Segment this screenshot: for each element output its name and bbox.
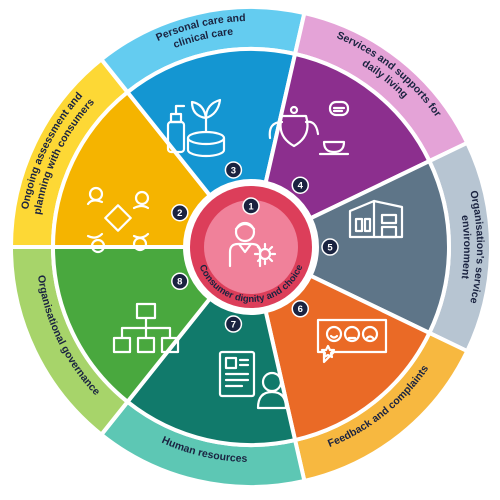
feedback-faces-icon [316, 318, 388, 364]
teapot-cup-icon [268, 100, 350, 156]
segment-4-number-badge: 4 [291, 176, 310, 194]
segment-8-number-badge: 8 [171, 272, 189, 291]
segment-5-label: environment [459, 214, 473, 280]
building-icon [348, 199, 404, 239]
segment-3-number: 3 [231, 165, 236, 176]
segment-5-number: 5 [327, 242, 333, 253]
segment-4-number: 4 [298, 181, 304, 192]
center-number-badge: 1 [242, 197, 260, 215]
segment-8-number: 8 [177, 277, 182, 288]
care-products-plant-icon [166, 98, 226, 158]
staff-profile-icon [218, 350, 288, 410]
people-around-table-icon [86, 186, 150, 254]
segment-3-number-badge: 3 [224, 161, 243, 179]
center-hub-core [204, 200, 298, 294]
segment-7-number-badge: 7 [224, 315, 243, 333]
center-number: 1 [248, 201, 254, 212]
segment-7-number: 7 [231, 319, 236, 330]
segment-2-number-badge: 2 [171, 203, 189, 222]
segment-5-number-badge: 5 [321, 238, 339, 256]
segment-2-number: 2 [177, 208, 182, 219]
org-chart-icon [112, 302, 180, 354]
segment-6-number: 6 [298, 304, 303, 315]
person-with-gear-icon [228, 221, 277, 268]
segment-6-number-badge: 6 [291, 300, 310, 318]
